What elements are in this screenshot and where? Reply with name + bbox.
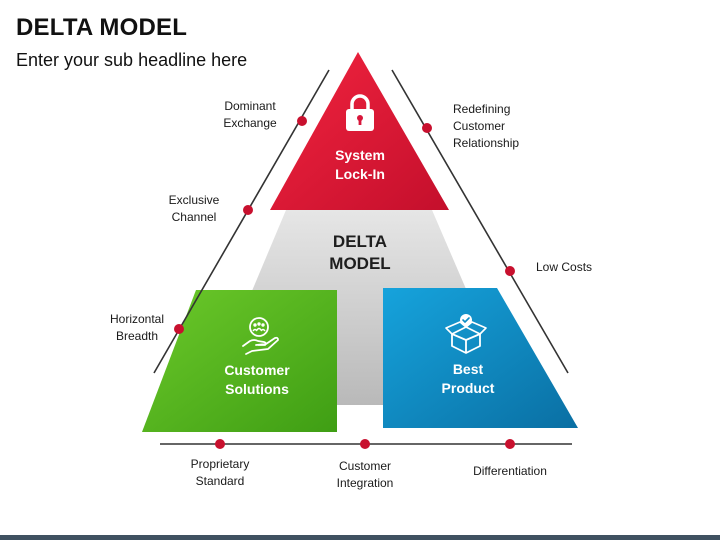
label-line: Horizontal <box>109 312 165 326</box>
label-horizontal-breadth: Horizontal Breadth <box>94 311 180 345</box>
system-lock-in-label: System Lock-In <box>310 146 410 184</box>
label-line: Customer <box>453 119 506 133</box>
best-product-label: Best Product <box>418 360 518 398</box>
system-lock-in-line1: System <box>335 147 385 163</box>
footer-bar <box>0 535 720 540</box>
center-model-label: DELTA MODEL <box>310 231 410 275</box>
customer-solutions-line2: Solutions <box>225 381 289 397</box>
center-line2: MODEL <box>329 254 391 273</box>
label-dominant-exchange: Dominant Exchange <box>208 98 292 132</box>
label-line: Redefining <box>453 102 511 116</box>
marker-proprietary-standard <box>215 439 225 449</box>
label-low-costs: Low Costs <box>536 259 616 276</box>
customer-solutions-label: Customer Solutions <box>206 361 308 399</box>
system-lock-in-line2: Lock-In <box>335 166 385 182</box>
label-line: Exchange <box>223 116 277 130</box>
label-differentiation: Differentiation <box>455 463 565 480</box>
marker-differentiation <box>505 439 515 449</box>
label-line: Differentiation <box>473 464 547 478</box>
marker-customer-integration <box>360 439 370 449</box>
label-line: Breadth <box>115 329 159 343</box>
label-line: Low Costs <box>536 260 593 274</box>
label-redefining-customer-relationship: Redefining Customer Relationship <box>453 101 553 152</box>
label-line: Standard <box>195 474 245 488</box>
center-line1: DELTA <box>332 232 388 251</box>
hand-holding-people-icon <box>242 317 279 355</box>
label-line: Exclusive <box>168 193 220 207</box>
label-line: Customer <box>338 459 391 473</box>
right-side-line <box>391 69 569 374</box>
marker-horizontal-breadth <box>174 324 184 334</box>
best-product-panel[interactable] <box>383 288 578 428</box>
marker-redefining-relationship <box>422 123 432 133</box>
label-line: Integration <box>336 476 394 490</box>
marker-exclusive-channel <box>243 205 253 215</box>
label-line: Relationship <box>453 136 520 150</box>
label-exclusive-channel: Exclusive Channel <box>152 192 236 226</box>
customer-solutions-line1: Customer <box>224 362 290 378</box>
marker-dominant-exchange <box>297 116 307 126</box>
page-title: DELTA MODEL <box>16 14 188 41</box>
label-proprietary-standard: Proprietary Standard <box>172 456 268 490</box>
marker-low-costs <box>505 266 515 276</box>
label-customer-integration: Customer Integration <box>317 458 413 492</box>
label-line: Channel <box>171 210 217 224</box>
label-line: Dominant <box>224 99 276 113</box>
best-product-line1: Best <box>452 361 484 377</box>
label-line: Proprietary <box>190 457 250 471</box>
open-box-check-icon <box>445 314 487 354</box>
page-subtitle: Enter your sub headline here <box>16 50 248 70</box>
padlock-icon <box>346 94 374 131</box>
best-product-line2: Product <box>441 380 495 396</box>
customer-solutions-panel[interactable] <box>142 290 337 432</box>
